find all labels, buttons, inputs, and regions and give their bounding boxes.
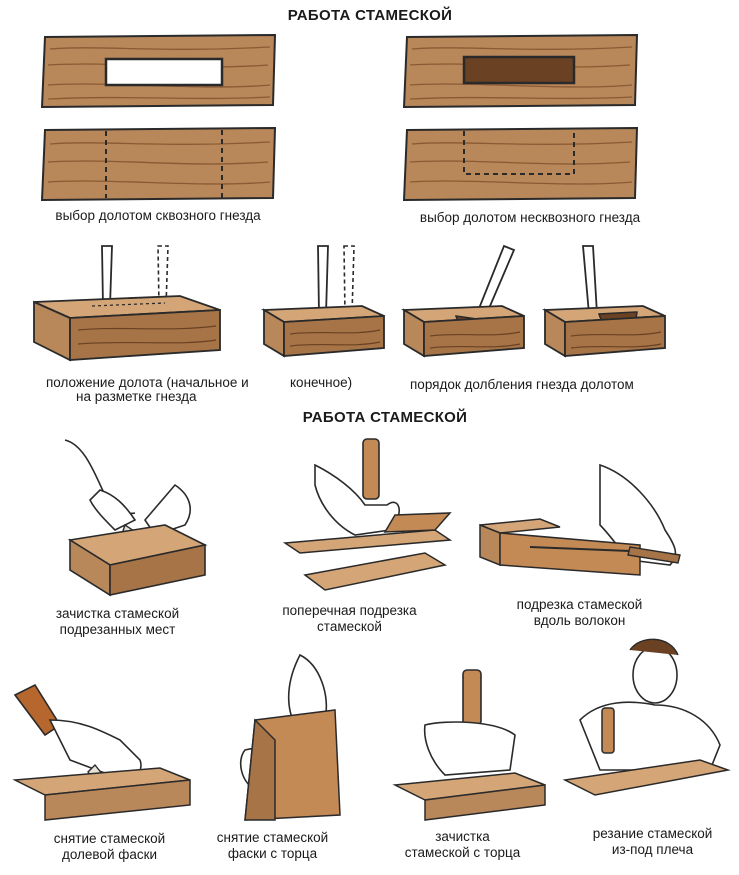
block-chisel-end	[260, 245, 385, 358]
caption-along-grain-line1: подрезка стамеской	[516, 597, 643, 612]
hand-long-chamfer-illustration	[12, 683, 191, 821]
caption-end-clean-line2: стамеской с торца	[404, 845, 521, 860]
caption-end-clean: зачистка стамеской с торца	[375, 829, 550, 861]
top-title: РАБОТА СТАМЕСКОЙ	[287, 7, 453, 24]
caption-shoulder-cut-line1: резание стамеской	[592, 826, 713, 841]
caption-long-chamfer-line2: долевой фаски	[61, 847, 158, 862]
board-blind-socket-side	[402, 126, 639, 202]
caption-end-clean-line1: зачистка	[435, 829, 490, 844]
board-through-socket-top	[40, 33, 277, 109]
caption-clean-cut-line1: зачистка стамеской	[55, 606, 180, 621]
caption-along-grain-line2: вдоль волокон	[533, 613, 626, 628]
board-blind-socket-top	[402, 33, 639, 109]
caption-long-chamfer: снятие стамеской долевой фаски	[22, 831, 197, 863]
caption-socket-order: порядок долбления гнезда долотом	[410, 377, 634, 392]
caption-along-grain: подрезка стамеской вдоль волокон	[492, 597, 667, 629]
hand-shoulder-cut-illustration	[562, 638, 731, 796]
caption-chisel-position-c: на разметке гнезда	[76, 389, 197, 404]
caption-chisel-position-a: положение долота (начальное и	[46, 375, 249, 390]
hand-end-clean-illustration	[392, 669, 546, 821]
hand-end-chamfer-illustration	[239, 653, 341, 821]
middle-title: РАБОТА СТАМЕСКОЙ	[302, 409, 468, 426]
caption-long-chamfer-line1: снятие стамеской	[53, 831, 166, 846]
caption-clean-cut-line2: подрезанных мест	[59, 622, 176, 637]
caption-end-chamfer-line2: фаски с торца	[227, 846, 318, 861]
block-socket-order-1	[400, 244, 525, 358]
caption-shoulder-cut: резание стамеской из-под плеча	[565, 826, 739, 858]
caption-clean-cut: зачистка стамеской подрезанных мест	[30, 606, 205, 638]
caption-shoulder-cut-line2: из-под плеча	[611, 842, 694, 857]
board-through-socket-side	[40, 126, 277, 202]
block-socket-order-2	[541, 245, 666, 358]
hand-along-grain-illustration	[479, 463, 681, 576]
block-chisel-start-end	[33, 245, 221, 362]
caption-end-chamfer-line1: снятие стамеской	[216, 830, 329, 845]
caption-end-chamfer: снятие стамеской фаски с торца	[185, 830, 360, 862]
caption-cross-cut-line2: стамеской	[317, 619, 382, 634]
caption-blind-socket: выбор долотом несквозного гнезда	[419, 210, 641, 225]
hand-clean-cut-illustration	[64, 439, 208, 597]
caption-chisel-position-b: конечное)	[290, 375, 353, 390]
caption-cross-cut-line1: поперечная подрезка	[282, 603, 417, 618]
caption-cross-cut: поперечная подрезка стамеской	[262, 603, 437, 635]
caption-through-socket: выбор долотом сквозного гнезда	[55, 208, 261, 223]
hand-cross-cut-illustration	[282, 438, 453, 591]
